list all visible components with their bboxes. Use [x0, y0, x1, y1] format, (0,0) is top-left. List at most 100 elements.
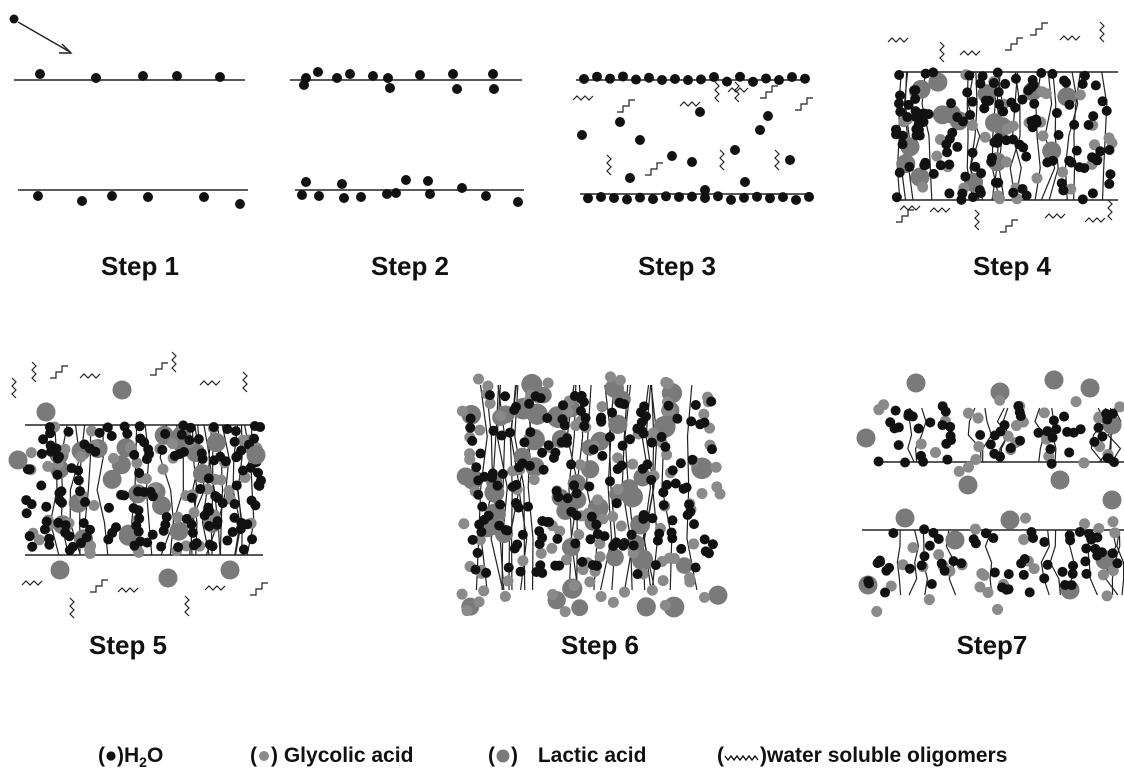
water-molecule [345, 69, 355, 79]
water-molecule [1096, 547, 1107, 558]
water-molecule [80, 497, 91, 508]
water-molecule [513, 197, 523, 207]
water-molecule [500, 391, 511, 402]
water-molecule [942, 454, 953, 465]
chain-segment [896, 529, 902, 596]
water-molecule [713, 191, 723, 202]
water-molecule [1042, 559, 1053, 570]
water-molecule [535, 393, 546, 404]
water-molecule [975, 429, 986, 440]
water-molecule [967, 192, 978, 203]
water-molecule [1074, 526, 1085, 537]
water-molecule [945, 435, 956, 446]
water-molecule [638, 428, 649, 439]
water-molecule [415, 70, 425, 80]
water-molecule [21, 495, 32, 506]
water-molecule [1015, 435, 1026, 446]
water-molecule [709, 72, 719, 83]
water-molecule [614, 397, 625, 408]
glycolic-acid [1097, 569, 1109, 581]
water-molecule [1093, 422, 1104, 433]
oligomer [929, 207, 951, 213]
glycolic-acid [1078, 457, 1090, 469]
water-molecule [543, 440, 554, 451]
glycolic-acid [592, 494, 604, 506]
lactic-acid [158, 568, 178, 588]
water-molecule [968, 534, 979, 545]
water-molecule [658, 500, 669, 511]
water-molecule [176, 429, 187, 440]
water-molecule [41, 516, 52, 527]
glycolic-acid [619, 586, 631, 598]
water-molecule [585, 534, 596, 545]
water-molecule [975, 78, 986, 89]
water-molecule [890, 405, 901, 416]
lactic-acid [990, 382, 1010, 402]
water-molecule [1087, 152, 1098, 163]
water-molecule [891, 124, 902, 135]
glycolic-acid [972, 412, 984, 424]
water-molecule [457, 183, 467, 193]
water-molecule [391, 188, 401, 198]
glycolic-acid [577, 564, 589, 576]
water-molecule [1053, 129, 1064, 140]
lactic-acid [521, 373, 543, 395]
polymer-chain [17, 21, 71, 53]
water-molecule [249, 433, 260, 444]
water-molecule [106, 430, 117, 441]
glycolic-acid [994, 394, 1006, 406]
glycolic-acid [570, 420, 582, 432]
glycolic-acid [710, 461, 722, 473]
glycolic-acid [714, 488, 726, 500]
glycolic-acid [915, 438, 927, 450]
water-molecule [523, 501, 534, 512]
water-molecule [1088, 111, 1099, 122]
water-molecule [682, 510, 693, 521]
water-molecule [885, 417, 896, 428]
water-molecule [208, 455, 219, 466]
water-molecule [1001, 135, 1012, 146]
glycolic-acid [970, 453, 982, 465]
water-molecule [561, 437, 572, 448]
lactic-acid [112, 380, 132, 400]
water-molecule [622, 194, 632, 205]
water-molecule [24, 464, 35, 475]
water-molecule [524, 460, 535, 471]
water-molecule [1075, 424, 1086, 435]
water-molecule [488, 425, 499, 436]
lactic-acid-label: Lactic acid [537, 744, 647, 767]
step-7-label: Step7 [956, 630, 1028, 660]
glycolic-acid [1031, 172, 1043, 184]
water-molecule [607, 407, 618, 418]
water-molecule [937, 420, 948, 431]
glycolic-acid [215, 474, 227, 486]
glycolic-acid [595, 591, 607, 603]
oligomer [734, 81, 740, 103]
water-molecule [203, 473, 214, 484]
water-molecule [700, 192, 710, 203]
water-molecule [495, 499, 506, 510]
water-molecule [989, 448, 1000, 459]
water-molecule [481, 567, 492, 578]
water-molecule [538, 464, 549, 475]
water-molecule [1051, 107, 1062, 118]
water-molecule [628, 540, 639, 551]
water-molecule [739, 192, 749, 203]
water-entry-arrow [9, 14, 73, 54]
glycolic-acid [607, 596, 619, 608]
water-molecule [1062, 426, 1073, 437]
oligomer [727, 87, 749, 93]
water-molecule [1080, 556, 1091, 567]
water-molecule [703, 548, 714, 559]
water-molecule [452, 84, 462, 94]
water-molecule [974, 185, 985, 196]
oligomer [250, 582, 268, 596]
water-molecule [1047, 68, 1058, 79]
water-molecule-icon [106, 751, 116, 761]
water-molecule [579, 73, 589, 84]
water-molecule [752, 191, 762, 202]
glycolic-acid [1103, 132, 1115, 144]
water-molecule [967, 147, 978, 158]
water-molecule [103, 502, 114, 513]
water-molecule [1042, 426, 1053, 437]
